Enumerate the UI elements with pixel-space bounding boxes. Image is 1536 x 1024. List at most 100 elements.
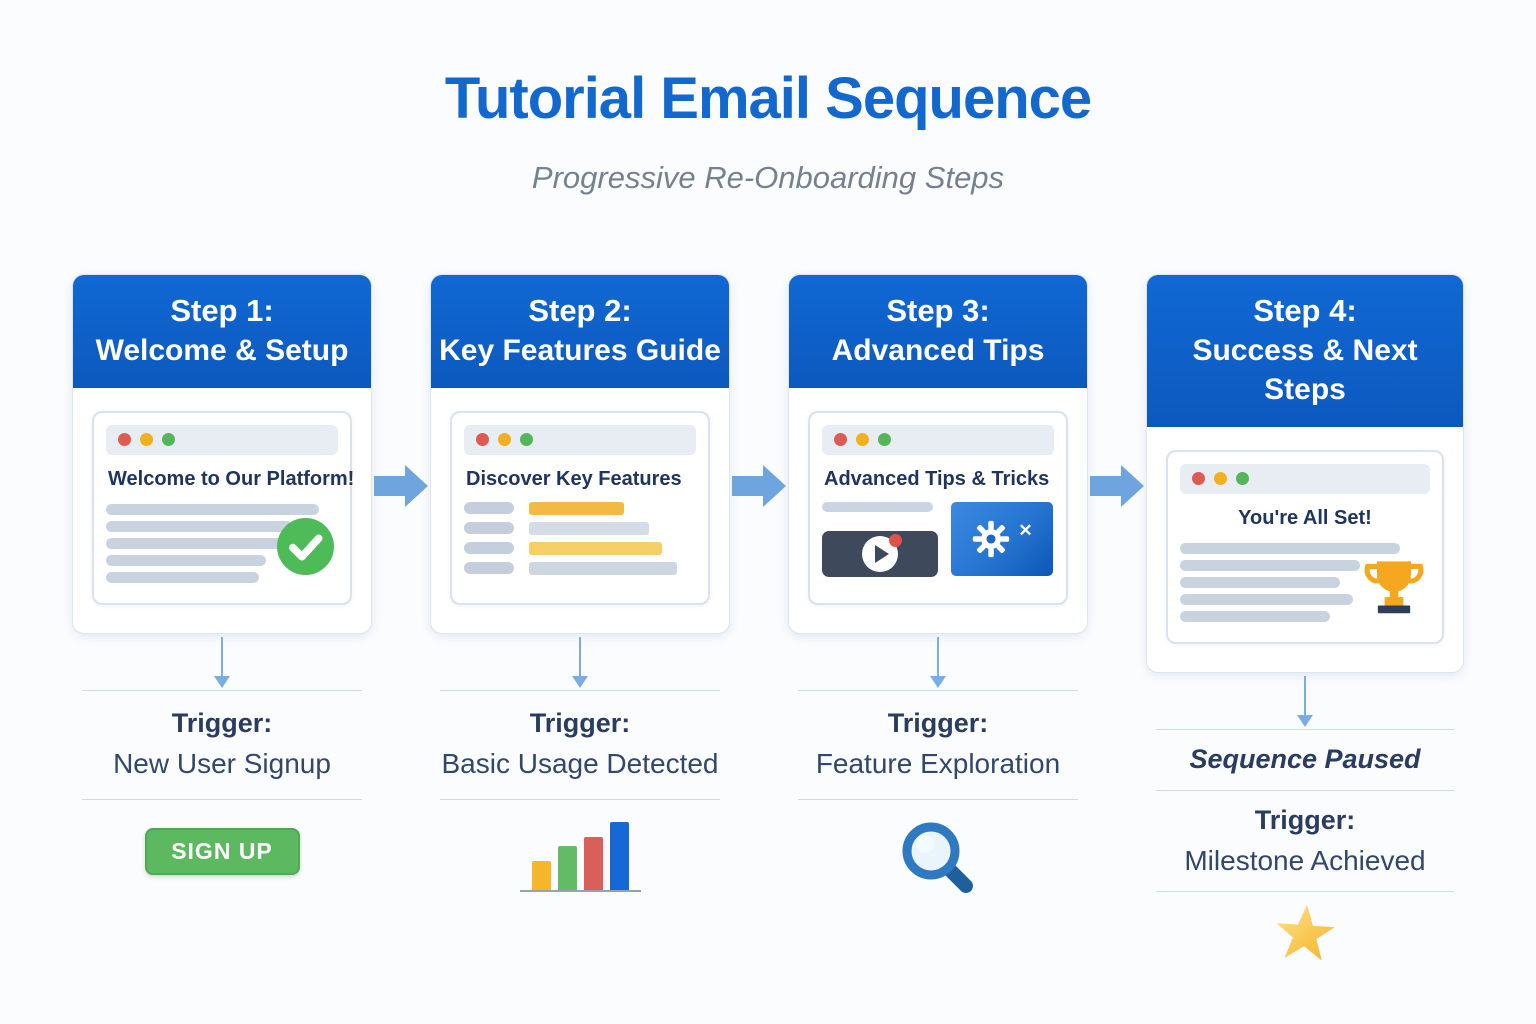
right-arrow-icon xyxy=(372,274,430,507)
action-area-1: SIGN UP xyxy=(72,827,372,875)
feature-list-skeleton xyxy=(464,501,696,575)
star-icon xyxy=(1276,904,1335,961)
text-line xyxy=(1180,593,1353,605)
trigger-label: Trigger: xyxy=(171,707,273,738)
yellow-dot-icon xyxy=(1214,472,1227,486)
green-dot-icon xyxy=(162,433,175,447)
status-box: Sequence Paused xyxy=(1156,728,1454,791)
feature-row xyxy=(464,561,696,575)
text-line xyxy=(106,554,267,566)
right-arrow-icon xyxy=(730,274,788,507)
text-line xyxy=(106,571,260,583)
tips-content: ✕ xyxy=(822,501,1054,577)
green-dot-icon xyxy=(878,433,891,447)
red-dot-icon xyxy=(118,433,131,447)
video-column xyxy=(822,501,938,577)
step-3-card-body: Advanced Tips & Tricks xyxy=(789,388,1087,633)
text-bar xyxy=(822,501,934,512)
right-arrow-icon xyxy=(1088,274,1146,507)
text-line xyxy=(1180,610,1330,622)
browser-chrome-bar xyxy=(822,424,1054,455)
email-preview-4: You're All Set! xyxy=(1166,449,1444,644)
step-4-column: Step 4: Success & Next Steps You're All … xyxy=(1146,274,1464,962)
green-dot-icon xyxy=(520,433,533,447)
feature-row xyxy=(464,521,696,535)
step-4-card: Step 4: Success & Next Steps You're All … xyxy=(1146,274,1464,673)
step-3-title: Advanced Tips xyxy=(831,333,1045,367)
highlight-bar xyxy=(529,541,662,555)
email-preview-2: Discover Key Features xyxy=(450,410,710,605)
text-line xyxy=(106,520,292,532)
step-1-card-header: Step 1: Welcome & Setup xyxy=(73,275,371,388)
browser-chrome-bar xyxy=(464,424,696,455)
page-title: Tutorial Email Sequence xyxy=(444,66,1092,131)
bullet-pill xyxy=(464,502,514,515)
video-play-icon xyxy=(862,533,902,572)
text-line xyxy=(106,537,285,549)
step-2-card-header: Step 2: Key Features Guide xyxy=(431,275,729,388)
bullet-pill xyxy=(464,542,514,555)
text-line xyxy=(1180,576,1340,588)
down-arrow-icon xyxy=(430,634,730,690)
check-circle-icon xyxy=(277,517,334,575)
settings-column: ✕ xyxy=(951,501,1054,577)
down-arrow-icon xyxy=(72,634,372,690)
email-heading-4: You're All Set! xyxy=(1238,506,1372,529)
steps-row: Step 1: Welcome & Setup Welcome to Our P… xyxy=(72,274,1464,962)
bar-chart-icon xyxy=(519,821,641,892)
trophy-icon xyxy=(1364,561,1424,613)
step-1-column: Step 1: Welcome & Setup Welcome to Our P… xyxy=(72,274,372,875)
trigger-label: Trigger: xyxy=(887,707,989,738)
bullet-pill xyxy=(464,522,514,535)
email-body-skeleton xyxy=(1180,541,1430,622)
gear-icon xyxy=(973,520,1010,557)
down-arrow-icon xyxy=(1146,673,1464,729)
settings-tile: ✕ xyxy=(951,501,1054,576)
browser-chrome-bar xyxy=(106,424,338,455)
status-label: Sequence Paused xyxy=(1189,743,1421,774)
email-heading-3: Advanced Tips & Tricks xyxy=(824,467,1050,490)
sign-up-button[interactable]: SIGN UP xyxy=(144,827,300,875)
down-arrow-icon xyxy=(788,634,1088,690)
email-heading-2: Discover Key Features xyxy=(466,467,682,490)
trigger-label: Trigger: xyxy=(529,707,631,738)
red-dot-icon xyxy=(476,433,489,447)
step-3-label: Step 3: xyxy=(886,293,990,328)
text-line xyxy=(1180,542,1400,554)
step-2-title: Key Features Guide xyxy=(439,333,721,367)
browser-chrome-bar xyxy=(1180,463,1430,494)
trigger-box-4: Trigger: Milestone Achieved xyxy=(1156,791,1454,892)
red-dot-icon xyxy=(1192,472,1205,486)
record-dot-icon xyxy=(889,533,902,547)
trigger-box-1: Trigger: New User Signup xyxy=(82,689,362,800)
step-1-label: Step 1: xyxy=(170,293,274,328)
step-2-card-body: Discover Key Features xyxy=(431,388,729,633)
action-area-4 xyxy=(1146,902,1464,962)
yellow-dot-icon xyxy=(498,433,511,447)
green-dot-icon xyxy=(1236,472,1249,486)
trigger-value: Milestone Achieved xyxy=(1184,844,1426,876)
text-bar xyxy=(529,521,649,535)
feature-row xyxy=(464,501,696,515)
step-4-card-body: You're All Set! xyxy=(1147,427,1463,672)
email-preview-3: Advanced Tips & Tricks xyxy=(808,410,1068,605)
step-3-card-header: Step 3: Advanced Tips xyxy=(789,275,1087,388)
magnifying-glass-icon xyxy=(902,822,973,893)
action-area-3 xyxy=(788,814,1088,902)
step-4-title: Success & Next Steps xyxy=(1192,333,1418,406)
feature-row xyxy=(464,541,696,555)
yellow-dot-icon xyxy=(856,433,869,447)
page-header: Tutorial Email Sequence Progressive Re-O… xyxy=(0,0,1536,196)
step-1-card: Step 1: Welcome & Setup Welcome to Our P… xyxy=(72,274,372,634)
step-3-column: Step 3: Advanced Tips Advanced Tips & Tr… xyxy=(788,274,1088,902)
yellow-dot-icon xyxy=(140,433,153,447)
trigger-value: Feature Exploration xyxy=(815,747,1061,779)
highlight-bar xyxy=(529,501,624,515)
video-thumbnail xyxy=(822,530,938,577)
step-3-card: Step 3: Advanced Tips Advanced Tips & Tr… xyxy=(788,274,1088,634)
close-icon: ✕ xyxy=(1018,520,1033,540)
trigger-box-3: Trigger: Feature Exploration xyxy=(798,689,1078,800)
email-heading-1: Welcome to Our Platform! xyxy=(108,467,355,490)
text-line xyxy=(1180,559,1360,571)
